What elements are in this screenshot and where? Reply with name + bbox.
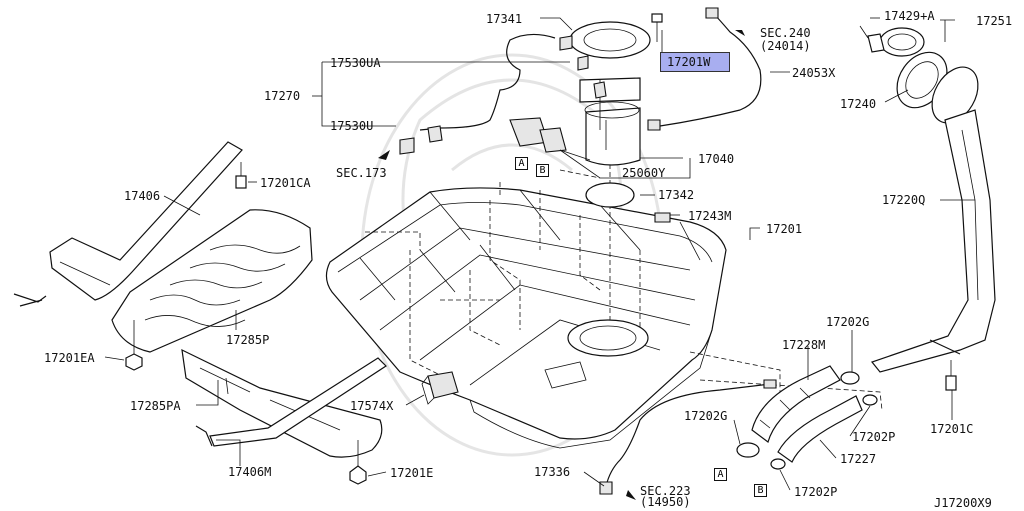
section-ref-sec240[interactable]: SEC.240 (760, 26, 811, 40)
ref-mark-b-bottom: B (754, 484, 767, 497)
part-label-25060Y[interactable]: 25060Y (622, 166, 666, 180)
part-label-17240[interactable]: 17240 (840, 97, 877, 111)
hose-clamps (736, 371, 878, 470)
bolt-17201CA (235, 162, 247, 189)
part-label-17201C[interactable]: 17201C (930, 422, 974, 436)
part-label-17285PA[interactable]: 17285PA (130, 399, 181, 413)
part-label-17406M[interactable]: 17406M (228, 465, 272, 479)
part-label-17201EA[interactable]: 17201EA (44, 351, 95, 365)
part-label-17530UA[interactable]: 17530UA (330, 56, 381, 70)
highlighted-part-17201W[interactable]: 17201W (660, 52, 730, 72)
part-label-17251[interactable]: 17251 (976, 14, 1013, 28)
section-ref-sec223[interactable]: SEC.223 (640, 484, 691, 498)
part-label-17201E[interactable]: 17201E (390, 466, 434, 480)
part-label-17429A[interactable]: 17429+A (884, 9, 935, 23)
part-label-17270[interactable]: 17270 (264, 89, 301, 103)
figure-id: J17200X9 (934, 496, 992, 510)
nut-17201EA (125, 320, 143, 371)
section-ref-sec223-code: (14950) (640, 495, 691, 509)
fuel-hoses (378, 7, 762, 160)
part-label-17201CA[interactable]: 17201CA (260, 176, 311, 190)
part-label-17336[interactable]: 17336 (534, 465, 571, 479)
part-label-17243M[interactable]: 17243M (688, 209, 732, 223)
part-label-17202G-bottom[interactable]: 17202G (684, 409, 728, 423)
tank-band-17406M (195, 357, 387, 447)
filler-tube-17220Q (870, 66, 996, 373)
ref-mark-a-bottom: A (714, 468, 727, 481)
part-label-17228M[interactable]: 17228M (782, 338, 826, 352)
tank-band-17406 (13, 141, 243, 307)
section-ref-sec173[interactable]: SEC.173 (336, 166, 387, 180)
heat-shield-17285P (111, 209, 313, 353)
filler-hose-17228M (751, 365, 841, 443)
part-label-17574X[interactable]: 17574X (350, 399, 394, 413)
filler-cap (859, 25, 925, 57)
protector-17574X (421, 371, 459, 405)
part-label-17202P-bottom[interactable]: 17202P (794, 485, 838, 499)
part-label-17530U[interactable]: 17530U (330, 119, 374, 133)
part-label-17341[interactable]: 17341 (486, 12, 523, 26)
leader-lines (104, 17, 975, 491)
part-label-17202P-mid[interactable]: 17202P (852, 430, 896, 444)
part-label-17202G-top[interactable]: 17202G (826, 315, 870, 329)
bolt-17201C (945, 360, 957, 391)
part-label-17040[interactable]: 17040 (698, 152, 735, 166)
heat-shield-17285PA (181, 348, 383, 458)
ref-mark-a-top: A (515, 157, 528, 170)
part-label-17227[interactable]: 17227 (840, 452, 877, 466)
part-label-24053X[interactable]: 24053X (792, 66, 836, 80)
fuel-pump-assembly (509, 21, 671, 223)
part-label-17201[interactable]: 17201 (766, 222, 803, 236)
nut-17201E (349, 440, 367, 485)
part-label-17342[interactable]: 17342 (658, 188, 695, 202)
ref-mark-b-top: B (536, 164, 549, 177)
part-label-17220Q[interactable]: 17220Q (882, 193, 926, 207)
part-label-17406[interactable]: 17406 (124, 189, 161, 203)
vent-hose-17227 (777, 395, 863, 463)
part-label-17285P[interactable]: 17285P (226, 333, 270, 347)
fuel-tank (325, 187, 727, 449)
section-ref-sec240-code: (24014) (760, 39, 811, 53)
bolt-17201W (651, 13, 663, 42)
part-label-17201W: 17201W (667, 55, 711, 69)
sender-harness-17336 (599, 379, 777, 500)
